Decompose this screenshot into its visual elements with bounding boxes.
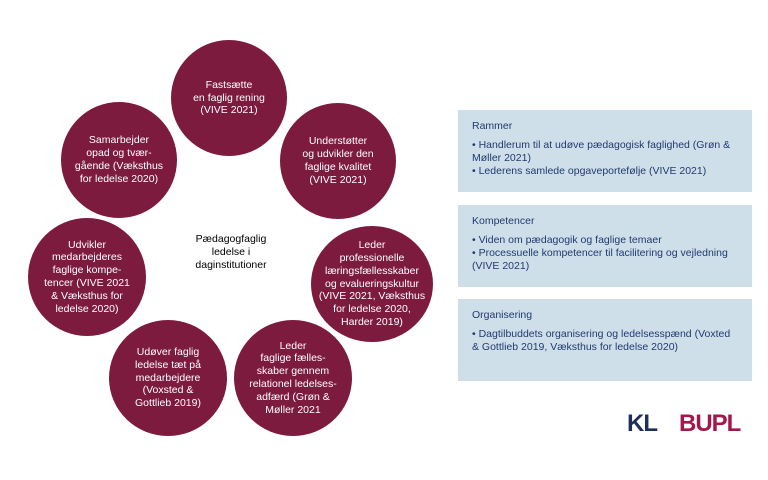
kl-logo: KL — [627, 410, 658, 437]
circle-fastsaette: Fastsætte en faglig rening (VIVE 2021) — [171, 40, 287, 156]
panel-organisering: Organisering • Dagtilbuddets organiserin… — [458, 299, 752, 381]
panel-item: • Lederens samlede opgaveportefølje (VIV… — [472, 165, 707, 178]
circle-leder-faglige-faellesskaber: Leder faglige fælles- skaber gennem rela… — [234, 320, 352, 436]
panel-rammer: Rammer • Handlerum til at udøve pædagogi… — [458, 110, 752, 192]
bupl-logo: BUPL — [679, 410, 741, 437]
panel-item: • Processuelle kompetencer til faciliter… — [472, 247, 728, 273]
panel-item: • Handlerum til at udøve pædagogisk fagl… — [472, 139, 731, 165]
panel-kompetencer: Kompetencer • Viden om pædagogik og fagl… — [458, 205, 752, 287]
panel-title: Organisering — [472, 309, 533, 321]
panel-item: • Viden om pædagogik og faglige temaer — [472, 234, 662, 247]
circle-udoever-faglig-ledelse: Udøver faglig ledelse tæt på medarbejder… — [109, 320, 227, 436]
center-label: Pædagogfaglig ledelse i daginstitutioner — [195, 233, 267, 271]
circle-samarbejder: Samarbejder opad og tvær- gående (Vækst­… — [61, 102, 177, 218]
circle-understoetter: Understøtter og udvikler den faglige kva… — [280, 103, 396, 219]
panel-title: Rammer — [472, 120, 513, 132]
circle-leder-laeringsfaellesskaber: Leder professionelle læringsfællesskaber… — [311, 226, 433, 342]
panel-item: • Dagtilbuddets organisering og ledelses… — [472, 328, 731, 354]
circle-udvikler-medarbejderes: Udvikler medarbejderes faglige kompe- te… — [28, 218, 146, 336]
panel-title: Kompetencer — [472, 215, 535, 227]
